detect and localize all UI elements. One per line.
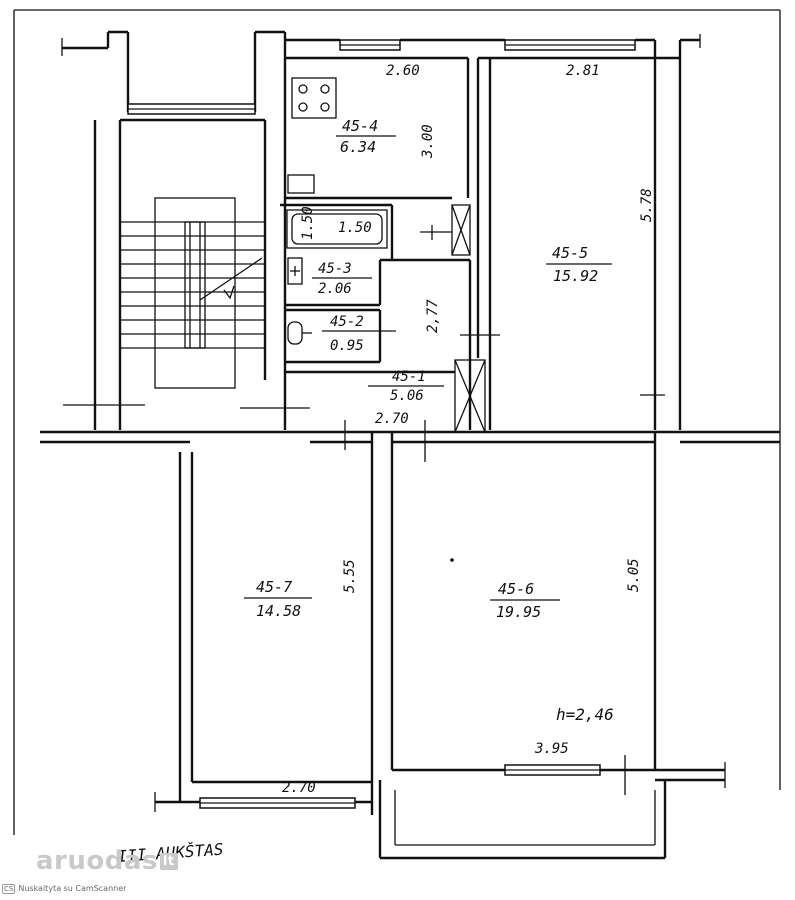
- room-45-7-walls: [154, 432, 394, 815]
- room-45-5-area: 15.92: [553, 267, 598, 285]
- room-45-2-area: 0.95: [330, 338, 364, 354]
- dim-kitchen-width: 2.60: [386, 63, 420, 79]
- room-45-4-id: 45-4: [342, 117, 378, 135]
- room-45-2-id: 45-2: [330, 314, 364, 330]
- room-45-5-id: 45-5: [552, 244, 588, 262]
- dim-bath-depth: 1.50: [300, 206, 316, 240]
- scanner-badge-icon: CS: [2, 884, 16, 894]
- dim-room7-width: 2.70: [282, 780, 316, 796]
- dim-room6-width: 3.95: [534, 741, 569, 757]
- dim-room5-width: 2.81: [566, 63, 600, 79]
- room-45-7-area: 14.58: [256, 602, 301, 620]
- room-45-1-id: 45-1: [392, 369, 426, 385]
- watermark-text: aruodas: [36, 846, 158, 876]
- stairwell: [93, 58, 287, 430]
- room-45-5-walls: [460, 56, 682, 430]
- room-45-6-id: 45-6: [498, 580, 534, 598]
- dim-bath-width: 1.50: [338, 220, 372, 236]
- room-45-6-walls: [392, 432, 726, 795]
- top-windows: [127, 39, 636, 115]
- stair-steps: [120, 221, 265, 349]
- wc-walls: [285, 308, 382, 364]
- room-45-4-walls: [285, 56, 470, 200]
- top-exterior-wall: [61, 30, 701, 112]
- stair-arrow-icon: [223, 285, 235, 300]
- room-45-7-id: 45-7: [256, 578, 292, 596]
- room-45-3-id: 45-3: [318, 261, 352, 277]
- watermark-suffix: lt: [159, 853, 178, 870]
- dim-kitchen-depth: 3.00: [420, 124, 436, 159]
- balcony: [378, 780, 667, 860]
- room-45-3-area: 2.06: [318, 281, 352, 297]
- dim-hall-depth: 2,77: [425, 299, 441, 333]
- dim-hall-width: 2.70: [375, 411, 409, 427]
- dim-room5-depth: 5.78: [639, 188, 655, 222]
- room-45-1-area: 5.06: [390, 388, 424, 404]
- ceiling-height-note: h=2,46: [556, 705, 614, 724]
- scan-stamp-text: Nuskaityta su CamScanner: [18, 884, 127, 893]
- room-45-6-area: 19.95: [496, 603, 541, 621]
- middle-wall: [40, 404, 780, 462]
- bathroom-walls: [280, 203, 470, 307]
- dim-room6-depth: 5.05: [626, 558, 642, 592]
- dim-room7-depth: 5.55: [342, 559, 358, 593]
- room-45-4-area: 6.34: [340, 138, 376, 156]
- stair-arrow-line: [199, 257, 263, 301]
